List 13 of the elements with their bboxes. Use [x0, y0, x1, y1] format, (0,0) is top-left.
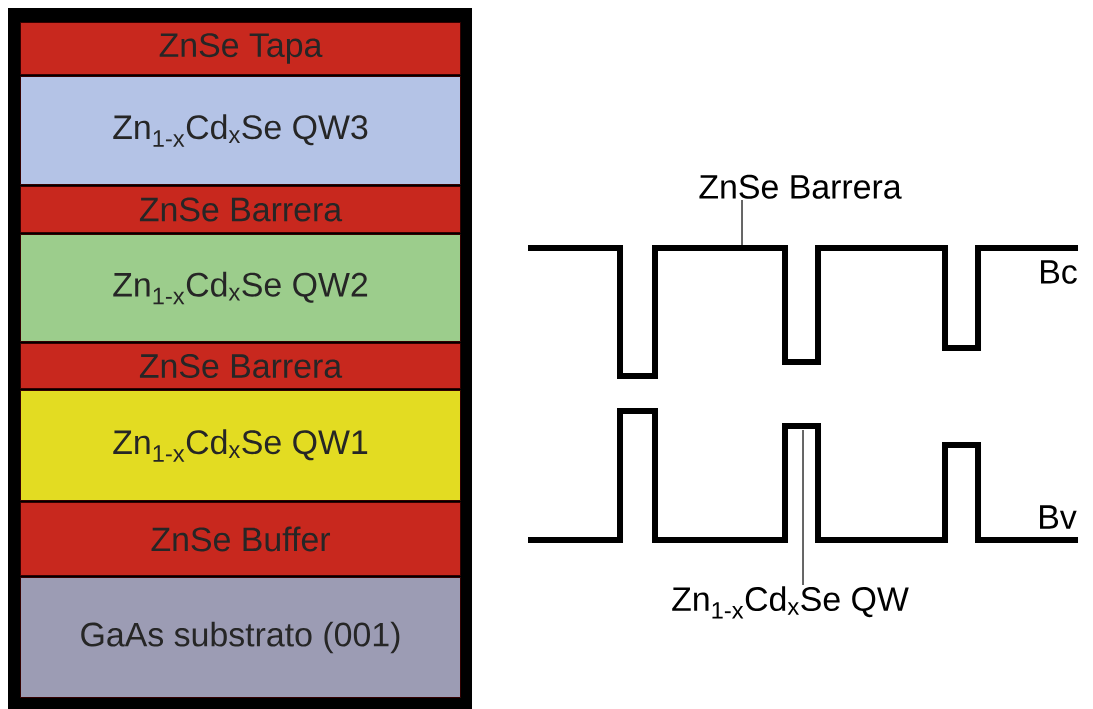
- layer-box: ZnSe Barrera: [20, 343, 461, 389]
- layer-box: ZnSe Tapa: [20, 22, 461, 75]
- callout-text: Zn$_{1-x}$Cd$_{x}$Se QW: [672, 586, 909, 619]
- layer-box: Zn$_{1-x}$Cd$_{x}$Se QW2: [20, 234, 461, 342]
- layer-box: Zn$_{1-x}$Cd$_{x}$Se QW1: [20, 390, 461, 501]
- callout-text: ZnSe Barrera: [699, 174, 902, 199]
- layer-box: Zn$_{1-x}$Cd$_{x}$Se QW3: [20, 76, 461, 185]
- leader-line: [802, 429, 804, 586]
- layer-box: ZnSe Buffer: [20, 502, 461, 576]
- layer-box: ZnSe Barrera: [20, 186, 461, 233]
- band-label: Bc: [1041, 260, 1077, 284]
- layer-box: GaAs substrato (001): [20, 577, 461, 698]
- band-label: Bv: [1040, 505, 1077, 529]
